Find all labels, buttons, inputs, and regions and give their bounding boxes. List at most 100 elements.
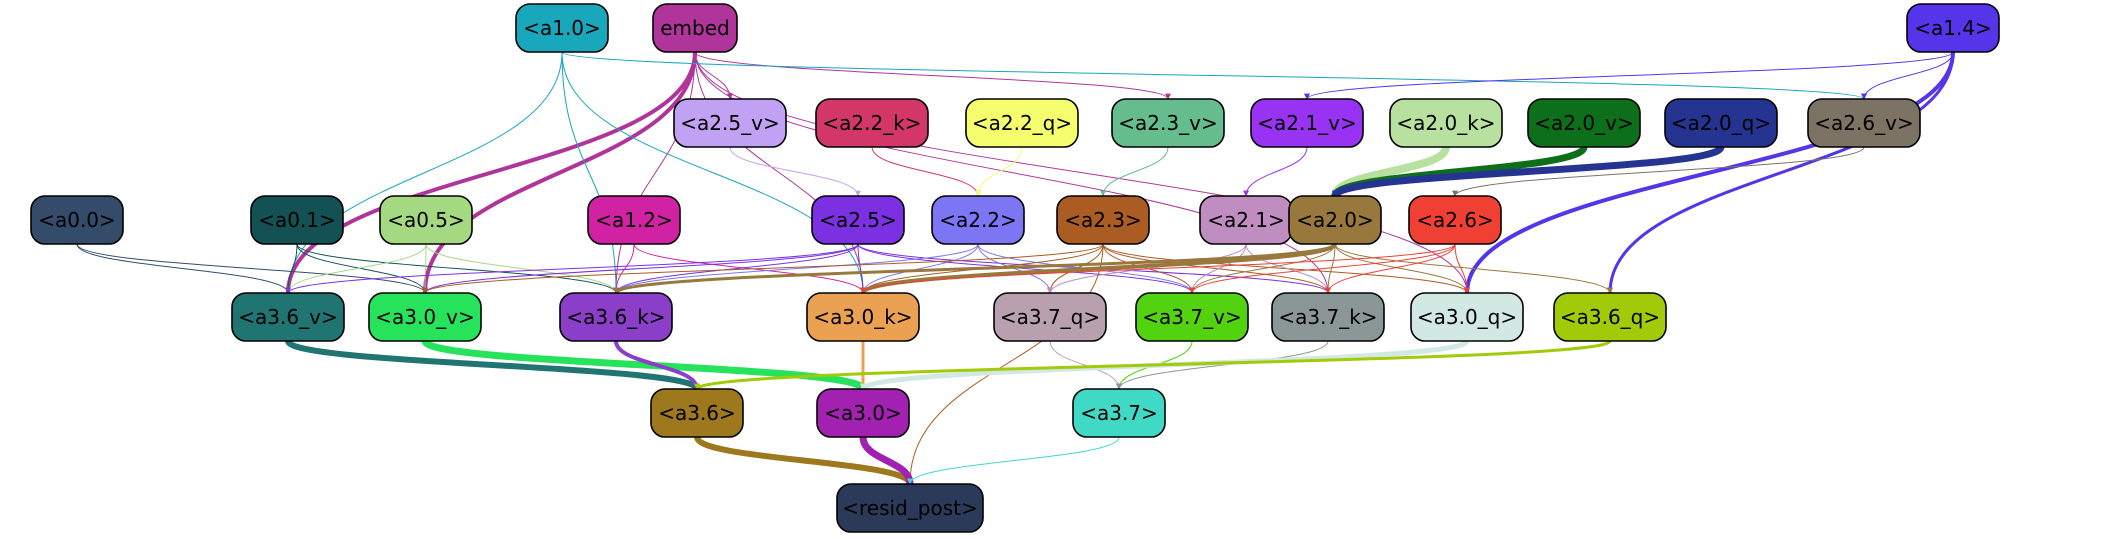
node-box [1072,388,1166,438]
node-box [1410,292,1524,342]
edge-a1_4-to-a3_6_q [1607,51,1955,294]
node-label: <a2.0_v> [1534,111,1633,135]
node-a2-5-v[interactable]: <a2.5_v> [673,98,787,148]
edge-a1_0-to-a2_6_v [561,51,1867,100]
node-a2-0-k[interactable]: <a2.0_k> [1389,98,1503,148]
node-a3-0-k[interactable]: <a3.0_k> [806,292,920,342]
node-box [650,388,744,438]
node-a3-6[interactable]: <a3.6> [650,388,744,438]
node-a2-1-v[interactable]: <a2.1_v> [1250,98,1364,148]
node-label: <a2.5_v> [680,111,779,135]
node-a3-0[interactable]: <a3.0> [816,388,910,438]
node-a3-7-q[interactable]: <a3.7_q> [993,292,1107,342]
node-box [1389,98,1503,148]
node-embed[interactable]: embed [652,3,738,53]
node-a2-1[interactable]: <a2.1> [1199,195,1293,245]
node-label: <a3.7_q> [1000,305,1100,329]
node-label: <a1.2> [595,208,673,232]
node-a0-1[interactable]: <a0.1> [250,195,344,245]
node-label: <a3.7_v> [1142,305,1241,329]
node-a3-7[interactable]: <a3.7> [1072,388,1166,438]
node-a2-2[interactable]: <a2.2> [931,195,1025,245]
node-box [1527,98,1641,148]
edge-a2_5-to-a3_7_v [857,243,1195,294]
node-box [993,292,1107,342]
node-box [1135,292,1249,342]
edge-a2_2_q-to-a2_2 [975,146,1023,197]
node-box [931,195,1025,245]
node-a2-0-q[interactable]: <a2.0_q> [1664,98,1778,148]
edge-a2_1-to-a3_7_v [1189,243,1247,294]
edge-a2_0-to-a3_7_v [1189,243,1336,294]
node-box [1906,3,2000,53]
node-a0-5[interactable]: <a0.5> [379,195,473,245]
node-a3-0-q[interactable]: <a3.0_q> [1410,292,1524,342]
node-label: <a2.0_k> [1396,111,1495,135]
node-box [379,195,473,245]
edge-a0_1-to-a3_6_k [296,243,619,294]
edge-a0_0-to-a3_0_v [76,243,428,294]
node-box [965,98,1079,148]
node-a1-0[interactable]: <a1.0> [515,3,609,53]
edge-embed-to-a3_6_v [285,51,697,294]
node-a1-4[interactable]: <a1.4> [1906,3,2000,53]
edge-a1_0-to-a3_6_k [561,51,619,294]
edge-embed-to-a3_6_k [613,51,696,294]
edge-embed-to-a2_3_v [694,51,1171,100]
edge-a2_2_k-to-a2_2 [871,146,981,197]
node-label: <a0.0> [38,208,116,232]
node-box [1111,98,1225,148]
node-label: <a3.7_k> [1278,305,1377,329]
node-resid-post[interactable]: <resid_post> [836,483,984,533]
edge-a2_6-to-a3_7_v [1189,243,1456,294]
node-a2-3[interactable]: <a2.3> [1056,195,1150,245]
edge-embed-to-a3_0_v [422,51,697,294]
node-a2-2-k[interactable]: <a2.2_k> [815,98,929,148]
node-label: <a2.6_v> [1814,111,1913,135]
node-a3-0-v[interactable]: <a3.0_v> [368,292,482,342]
edge-a2_3-to-a3_0_v [422,243,1104,294]
node-a3-6-v[interactable]: <a3.6_v> [231,292,345,342]
edge-a2_1-to-a3_7_k [1245,243,1331,294]
node-a2-2-q[interactable]: <a2.2_q> [965,98,1079,148]
node-box [1664,98,1778,148]
node-a3-7-k[interactable]: <a3.7_k> [1271,292,1385,342]
node-label: <a3.0_v> [375,305,474,329]
node-a3-6-k[interactable]: <a3.6_k> [559,292,673,342]
node-label: <a3.0_k> [813,305,912,329]
edge-a2_6-to-a3_0_q [1454,243,1470,294]
node-box [1056,195,1150,245]
node-label: <a3.6_v> [238,305,337,329]
node-box [515,3,609,53]
node-box [250,195,344,245]
edge-a2_2-to-a3_0_k [860,243,979,294]
edge-a3_0-to-resid_post [859,436,914,485]
node-a2-3-v[interactable]: <a2.3_v> [1111,98,1225,148]
node-box [815,98,929,148]
edge-a2_5_v-to-a2_5 [729,146,861,197]
edge-a3_6_q-to-a3_6 [694,339,1612,391]
edge-a1_4-to-a2_6_v [1861,51,1954,100]
node-label: <a2.1_v> [1257,111,1356,135]
edge-a3_6_v-to-a3_6 [285,338,700,392]
node-box [806,292,920,342]
node-a0-0[interactable]: <a0.0> [30,195,124,245]
edge-a2_6_v-to-a2_6 [1452,146,1865,197]
node-label: <a0.5> [387,208,465,232]
node-a3-6-q[interactable]: <a3.6_q> [1553,292,1667,342]
node-label: <a1.0> [523,16,601,40]
node-a3-7-v[interactable]: <a3.7_v> [1135,292,1249,342]
node-a2-0[interactable]: <a2.0> [1288,195,1382,245]
node-a2-6-v[interactable]: <a2.6_v> [1807,98,1921,148]
edge-a3_6_k-to-a3_6 [614,340,700,390]
node-a2-6[interactable]: <a2.6> [1408,195,1502,245]
node-a2-5[interactable]: <a2.5> [811,195,905,245]
node-box [231,292,345,342]
node-box [836,483,984,533]
node-a1-2[interactable]: <a1.2> [587,195,681,245]
node-a2-0-v[interactable]: <a2.0_v> [1527,98,1641,148]
edge-a2_0_q-to-a2_0 [1331,143,1725,200]
node-label: <a3.6_k> [566,305,665,329]
edge-a1_4-to-a2_1_v [1304,51,1954,100]
